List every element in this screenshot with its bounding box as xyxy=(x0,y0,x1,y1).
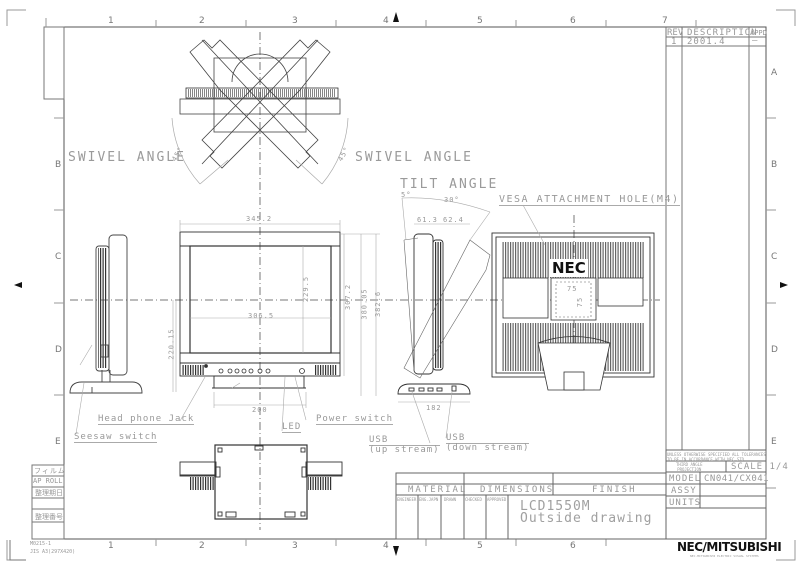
stamp-ap-roll: AP ROLL xyxy=(33,477,63,485)
dim-height-min: 380.05 xyxy=(360,288,369,320)
dim-base-width: 200 xyxy=(252,406,268,414)
seesaw-switch-label: Seesaw switch xyxy=(74,432,158,443)
finish-label: FINISH xyxy=(592,485,637,495)
column-label-5: 5 xyxy=(477,16,483,26)
column-label-3: 3 xyxy=(292,16,298,26)
stamp-film: フィルム xyxy=(34,467,66,475)
row-label-d: D xyxy=(771,345,778,355)
usb-downstream-title: USB xyxy=(446,434,530,444)
dim-screen-height: 229.5 xyxy=(302,275,311,303)
stamp-number-label: 整理番号 xyxy=(35,513,63,521)
dim-bezel-height: 307.2 xyxy=(344,283,353,311)
model-name: LCD1550M xyxy=(520,499,591,514)
nec-panel-logo: NEC xyxy=(550,259,588,277)
column-label-4: 4 xyxy=(383,16,389,26)
signoff-eng-japan: ENG.JAPN xyxy=(419,497,439,502)
usb-upstream-sub: (up stream) xyxy=(369,445,440,455)
usb-downstream-sub: (down stream) xyxy=(446,443,530,453)
usb-downstream-label: USB (down stream) xyxy=(446,434,530,453)
row-label-c-left: C xyxy=(55,252,62,262)
dim-height-max: 382.6 xyxy=(374,290,383,318)
column-label-2: 2 xyxy=(199,16,205,26)
tilt-back-degree: 30° xyxy=(444,196,460,204)
row-label-b: B xyxy=(771,160,778,170)
column-label-3-bottom: 3 xyxy=(292,541,298,551)
column-label-7: 7 xyxy=(662,16,668,26)
projection-line2: PROJECTION xyxy=(677,467,702,472)
scale-label: SCALE xyxy=(731,462,764,472)
scale-field: SCALE 1/4 xyxy=(731,462,789,472)
dimensions-label: DIMENSIONS xyxy=(480,485,555,495)
dim-overall-width: 345.2 xyxy=(246,215,273,223)
rev-header: REV xyxy=(667,28,684,38)
rev-description: 2001.4 xyxy=(687,37,726,47)
row-label-e-left: E xyxy=(55,437,61,447)
swivel-angle-left-label: SWIVEL ANGLE xyxy=(68,150,186,165)
appd-header: APPD xyxy=(750,29,767,37)
tolerance-note-line1: UNLESS OTHERWISE SPECIFIED ALL TOLERANCE… xyxy=(667,452,766,457)
dim-depth-front: 61.3 xyxy=(417,216,438,224)
dim-vesa-vertical: 75 xyxy=(576,296,585,308)
vesa-label: VESA ATTACHMENT HOLE(M4) xyxy=(499,194,680,206)
swivel-angle-right-label: SWIVEL ANGLE xyxy=(355,150,473,165)
scale-value: 1/4 xyxy=(769,462,789,472)
drawing-title-block: LCD1550M Outside drawing xyxy=(520,499,653,526)
row-label-e: E xyxy=(771,437,777,447)
rev-appd: — xyxy=(752,36,759,46)
row-label-d-left: D xyxy=(55,345,62,355)
column-label-1: 1 xyxy=(108,16,114,26)
tolerance-note: UNLESS OTHERWISE SPECIFIED ALL TOLERANCE… xyxy=(667,452,766,462)
row-label-b-left: B xyxy=(55,160,62,170)
footer-code-1: M0215-1 xyxy=(30,541,52,547)
column-label-5-bottom: 5 xyxy=(477,541,483,551)
dim-vesa-horizontal: 75 xyxy=(567,285,578,293)
signoff-drawn: DRAWN xyxy=(444,497,457,502)
column-label-6-bottom: 6 xyxy=(570,541,576,551)
row-label-a: A xyxy=(771,68,778,78)
material-label: MATERIAL xyxy=(408,485,468,495)
signoff-engineer: ENGINEER xyxy=(397,497,417,502)
usb-upstream-label: USB (up stream) xyxy=(369,436,440,455)
dim-screen-width: 306.5 xyxy=(248,312,275,320)
projection-note: THIRD ANGLE PROJECTION xyxy=(676,462,703,472)
projection-line1: THIRD ANGLE xyxy=(676,462,703,467)
headphone-jack-label: Head phone Jack xyxy=(98,414,195,425)
drawing-title: Outside drawing xyxy=(520,511,653,526)
tilt-forward-degree: 5° xyxy=(401,191,412,199)
nec-mitsubishi-logo: NEC/MITSUBISHI xyxy=(677,540,782,554)
dim-base-depth: 182 xyxy=(426,404,442,412)
power-switch-label: Power switch xyxy=(316,414,394,425)
brand-subtitle: NEC-MITSUBISHI ELECTRIC VISUAL SYSTEMS xyxy=(690,554,759,558)
footer-code-2: JIS A3(297X420) xyxy=(30,549,76,555)
column-label-6: 6 xyxy=(570,16,576,26)
led-label: LED xyxy=(282,422,302,433)
dim-depth-rear: 62.4 xyxy=(443,216,464,224)
rev-value: 1 xyxy=(671,37,678,47)
signoff-approved: APPROVED xyxy=(487,497,507,502)
tilt-angle-label: TILT ANGLE xyxy=(400,177,499,192)
tolerance-note-line2: TO BE IN ACCORDANCE WITH NEC STD xyxy=(667,457,745,462)
assy-label: ASSY xyxy=(671,486,697,496)
column-label-4-bottom: 4 xyxy=(383,541,389,551)
description-header: DESCRIPTION xyxy=(687,28,758,38)
dim-center-height: 220.15 xyxy=(167,328,176,360)
column-label-1-bottom: 1 xyxy=(108,541,114,551)
usb-upstream-title: USB xyxy=(369,436,440,446)
signoff-checked: CHECKED xyxy=(465,497,482,502)
units-label: UNITS xyxy=(669,498,702,508)
column-label-2-bottom: 2 xyxy=(199,541,205,551)
stamp-date-label: 整理期日 xyxy=(35,489,63,497)
model-label: MODEL xyxy=(669,474,702,484)
model-value: CN041/CX041 xyxy=(704,474,770,484)
row-label-c: C xyxy=(771,252,778,262)
